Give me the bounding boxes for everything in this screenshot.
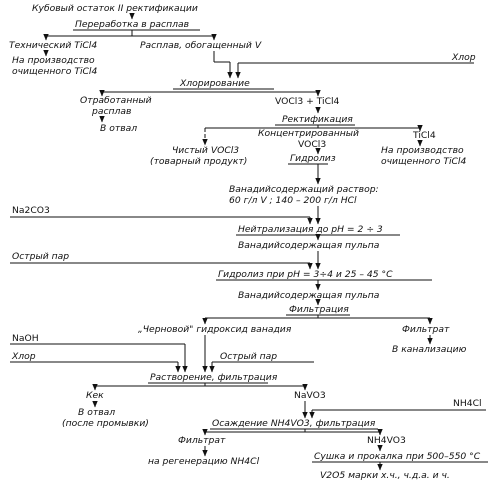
ph-hydrolysis-node: Гидролиз при pH = 3÷4 и 25 – 45 °С	[218, 269, 393, 280]
to-pure-ticl4-2-line2: очищенного TiCl4	[381, 156, 466, 167]
spent-melt-line2: расплав	[91, 106, 131, 117]
dissolution-filtration-node: Растворение, фильтрация	[150, 372, 278, 383]
pure-vocl3-node: Чистый VOCl3	[172, 145, 239, 156]
vanadium-solution-line2: 60 г/л V ; 140 – 200 г/л HCl	[229, 195, 357, 206]
vocl3-ticl4-node: VOCl3 + TiCl4	[275, 96, 340, 107]
neutralization-node: Нейтрализация до pH = 2 ÷ 3	[238, 224, 383, 235]
crude-vanadium-hydroxide-node: „Черновой" гидроксид ванадия	[138, 324, 292, 335]
hydrolysis-node: Гидролиз	[290, 153, 336, 164]
filtrate-node-2: Фильтрат	[178, 435, 226, 446]
chlorination-node: Хлорирование	[179, 78, 250, 89]
tech-ticl4-node: Технический TiCl4	[9, 40, 97, 51]
nh4vo3-node: NH4VO3	[367, 435, 406, 446]
live-steam-node-1: Острый пар	[12, 251, 69, 262]
to-dump-2-line2: (после промывки)	[62, 418, 149, 429]
to-dump-node-1: В отвал	[100, 123, 137, 134]
filtration-node-1: Фильтрация	[289, 304, 349, 315]
cake-node: Кек	[86, 390, 104, 401]
melt-processing-node: Переработка в расплав	[75, 19, 189, 30]
navo3-node: NaVO3	[294, 390, 326, 401]
residue-node: Кубовый остаток II ректификации	[32, 3, 198, 14]
vanadium-pulp-node-2: Ванадийсодержащая пульпа	[238, 290, 380, 301]
to-pure-ticl4-2-line1: На производство	[381, 145, 464, 156]
to-pure-ticl4-line1: На производство	[12, 55, 95, 66]
commercial-product-label: (товарный продукт)	[150, 156, 247, 167]
spent-melt-line1: Отработанный	[80, 95, 152, 106]
ticl4-node: TiCl4	[412, 130, 436, 141]
drying-calcination-node: Сушка и прокалка при 500–550 °С	[314, 451, 481, 462]
chlorine-mid-node: Хлор	[11, 351, 36, 362]
rectification-node: Ректификация	[282, 114, 353, 125]
to-pure-ticl4-line2: очищенного TiCl4	[12, 66, 97, 77]
to-dump-2-line1: В отвал	[78, 407, 115, 418]
v-enriched-melt-node: Расплав, обогащенный V	[140, 40, 262, 51]
chlorine-top-node: Хлор	[451, 52, 476, 63]
concentrated-vocl3-line1: Концентрированный	[258, 128, 359, 139]
live-steam-node-2: Острый пар	[220, 351, 277, 362]
to-sewer-node: В канализацию	[392, 344, 467, 355]
nh4cl-input-node: NH4Cl	[453, 398, 482, 409]
precipitation-node: Осаждение NH4VO3, фильтрация	[212, 418, 376, 429]
naoh-node: NaOH	[12, 333, 39, 344]
filtrate-node-1: Фильтрат	[402, 324, 450, 335]
na2co3-node: Na2CO3	[12, 205, 50, 216]
vanadium-solution-line1: Ванадийсодержащий раствор:	[229, 184, 379, 195]
v2o5-product-node: V2O5 марки х.ч., ч.д.а. и ч.	[320, 470, 450, 481]
concentrated-vocl3-line2: VOCl3	[298, 139, 326, 150]
vanadium-pulp-node-1: Ванадийсодержащая пульпа	[238, 240, 380, 251]
to-regeneration-node: на регенерацию NH4Cl	[148, 456, 260, 467]
